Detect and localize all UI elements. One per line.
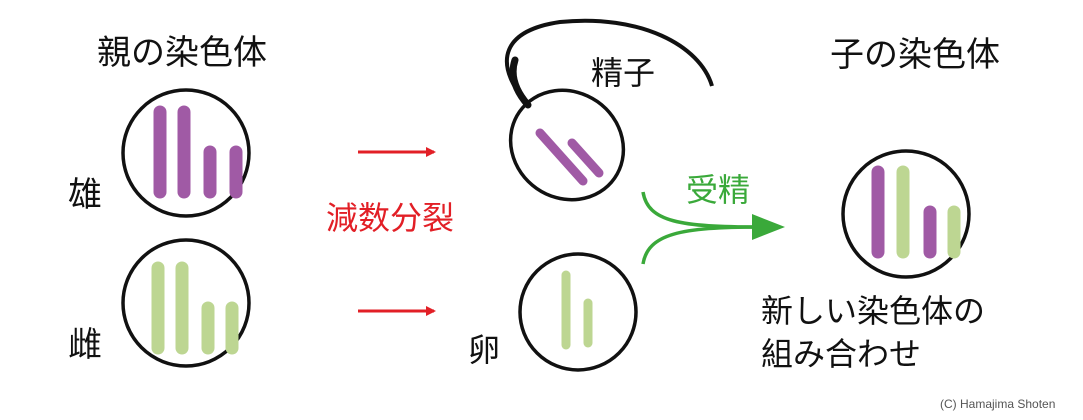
sperm-chromosome-long [535, 128, 588, 186]
child-cell [841, 149, 971, 279]
sperm-head [508, 88, 626, 202]
male-label: 雄 [68, 175, 102, 215]
egg-cell [518, 252, 638, 372]
sperm-tail-thick [509, 56, 532, 109]
meiosis-label: 減数分裂 [326, 199, 455, 237]
fertilization-label: 受精 [686, 171, 751, 209]
new-combination-line1: 新しい染色体の [761, 292, 986, 330]
child-chromosomes-heading: 子の染色体 [830, 35, 1000, 75]
copyright-notice: (C) Hamajima Shoten [940, 397, 1056, 411]
sperm-tail [504, 18, 714, 107]
sperm-label: 精子 [591, 54, 656, 92]
female-parent-cell [121, 238, 251, 368]
male-parent-cell [121, 88, 251, 218]
parent-chromosomes-heading: 親の染色体 [97, 33, 267, 73]
female-label: 雌 [68, 325, 102, 365]
fertilization-arrow [641, 191, 785, 265]
sperm-cell [504, 18, 714, 202]
egg-label: 卵 [468, 331, 501, 369]
sperm-chromosome-short [567, 138, 604, 178]
new-combination-line2: 組み合わせ [761, 335, 922, 373]
